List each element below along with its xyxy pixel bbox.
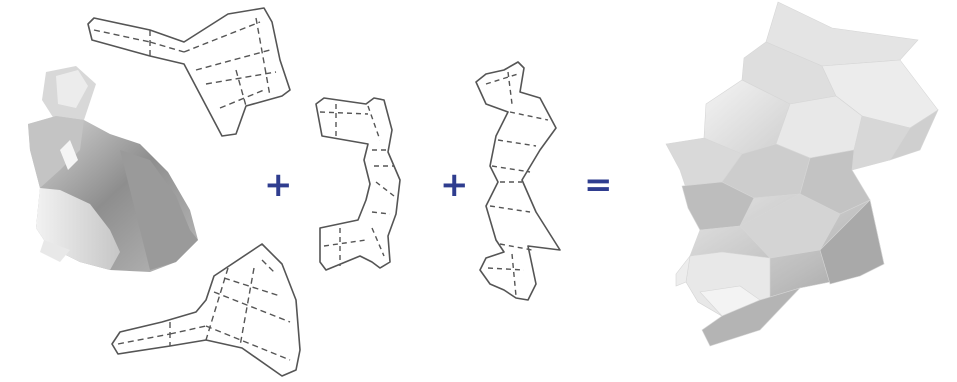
- papercraft-equation-diagram: + + =: [0, 0, 957, 382]
- finished-dragon-head-model: [0, 0, 957, 382]
